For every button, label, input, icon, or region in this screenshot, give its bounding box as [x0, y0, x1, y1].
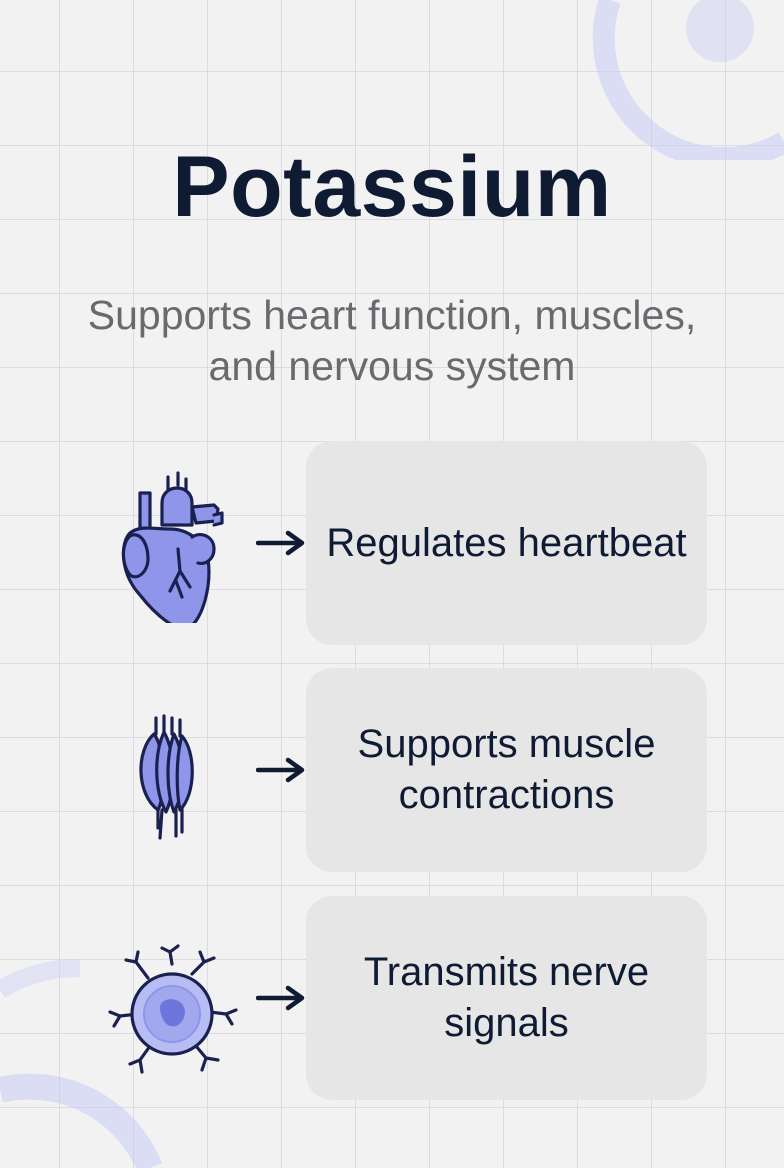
benefit-card: Transmits nerve signals: [306, 896, 707, 1100]
arrow-right-icon: [256, 983, 308, 1013]
benefit-row-muscle: Supports muscle contractions: [0, 668, 784, 872]
arrow-right-icon: [256, 528, 308, 558]
benefit-text: Transmits nerve signals: [363, 950, 650, 1045]
nerve-cell-icon: [96, 918, 256, 1078]
decorative-ring-top-right: [592, 0, 784, 160]
benefit-text: Regulates heartbeat: [326, 520, 687, 565]
benefit-card: Regulates heartbeat: [306, 441, 707, 645]
benefit-text: Supports muscle contractions: [357, 722, 656, 817]
benefit-row-heartbeat: Regulates heartbeat: [0, 441, 784, 645]
benefit-row-nerve: Transmits nerve signals: [0, 896, 784, 1100]
arrow-right-icon: [256, 755, 308, 785]
muscle-icon: [96, 690, 256, 850]
page-title: Potassium: [172, 139, 612, 235]
page-subtitle: Supports heart function, muscles, and ne…: [87, 292, 697, 389]
benefit-card: Supports muscle contractions: [306, 668, 707, 872]
heart-icon: [96, 463, 256, 623]
